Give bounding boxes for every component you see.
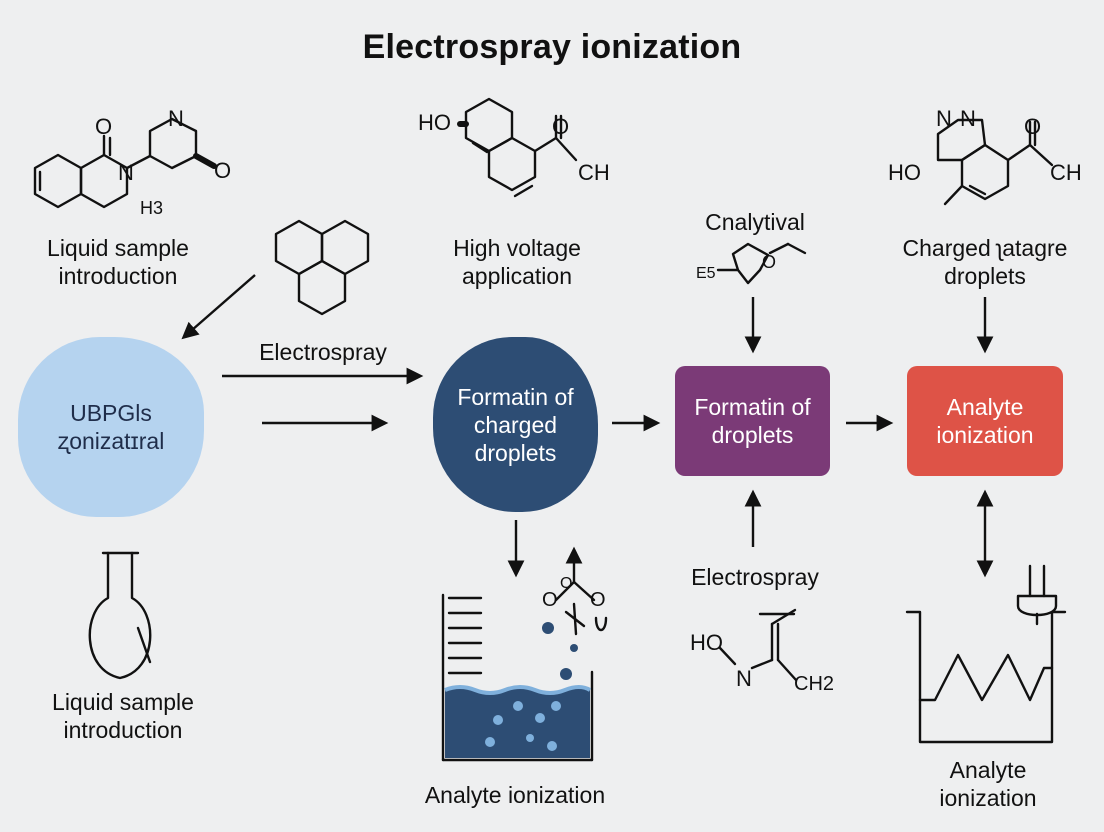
chem-mol5-ho: HO — [888, 160, 921, 185]
molecule-7-icon — [554, 554, 608, 636]
chem-mol4-o: O — [762, 252, 776, 272]
molecule-3-icon — [457, 97, 578, 198]
chem-mol6-n: N — [736, 666, 752, 691]
chem-mol7-o2: O — [590, 589, 606, 611]
molecule-4-icon — [716, 242, 807, 285]
chem-mol6-ho: HO — [690, 630, 723, 655]
label-liquid-sample-top: Liquid sample introduction — [47, 235, 189, 289]
chem-mol3-ho: HO — [418, 110, 451, 135]
label-analyte-ionization-right: Analyte ionization — [939, 757, 1037, 811]
chem-mol3-o: O — [552, 114, 569, 139]
label-electrospray-top: Electrospray — [259, 339, 387, 365]
chem-mol3-ch: CH — [578, 160, 610, 185]
diagram-title: Electrospray ionization — [362, 28, 742, 66]
chem-mol1-n: N — [118, 160, 134, 185]
label-high-voltage: High voltage application — [453, 235, 581, 289]
label-charged-droplets: Charged ʅatagre droplets — [902, 235, 1068, 289]
label-electrospray-bottom: Electrospray — [691, 564, 819, 590]
chem-mol2-o: O — [214, 158, 231, 183]
droplets-icon — [542, 622, 578, 680]
beaker-icon — [441, 593, 594, 762]
arrow-to-blue — [181, 274, 256, 340]
chem-mol1-o: O — [95, 114, 112, 139]
chem-mol5-n2: N — [960, 106, 976, 131]
molecule-1-icon — [33, 117, 217, 209]
chem-mol7-o3: O — [560, 575, 572, 592]
chem-mol5-ch: CH — [1050, 160, 1082, 185]
chem-mol7-o1: O — [542, 589, 558, 611]
chem-mol5-o: O — [1024, 114, 1041, 139]
molecule-5-icon — [936, 118, 1054, 206]
node-analyte-ionization: Analyte ionization — [907, 366, 1063, 476]
node-formation-charged-droplets: Formatin of charged droplets — [433, 337, 598, 512]
label-cnalytival: Cnalytival — [705, 209, 805, 235]
node-formation-droplets: Formatin of droplets — [675, 366, 830, 476]
chem-mol2-n: N — [168, 106, 184, 131]
chem-mol1-h3: H3 — [140, 198, 163, 218]
chem-mol5-n1: N — [936, 106, 952, 131]
arrows — [181, 274, 994, 578]
chem-mol4-e5: E5 — [696, 265, 716, 282]
label-liquid-sample-bottom: Liquid sample introduction — [52, 689, 194, 743]
liquid-icon — [444, 685, 592, 758]
apparatus-icon — [905, 564, 1067, 744]
node-blue-ionization: UBPGls ʐonizatɪral — [18, 337, 204, 517]
label-analyte-ionization-bottom: Analyte ionization — [424, 782, 606, 808]
flask-icon — [88, 551, 152, 680]
molecule-6-icon — [718, 608, 798, 682]
hexagon-cluster-icon — [274, 219, 370, 316]
chem-mol6-ch2: CH2 — [794, 673, 834, 695]
